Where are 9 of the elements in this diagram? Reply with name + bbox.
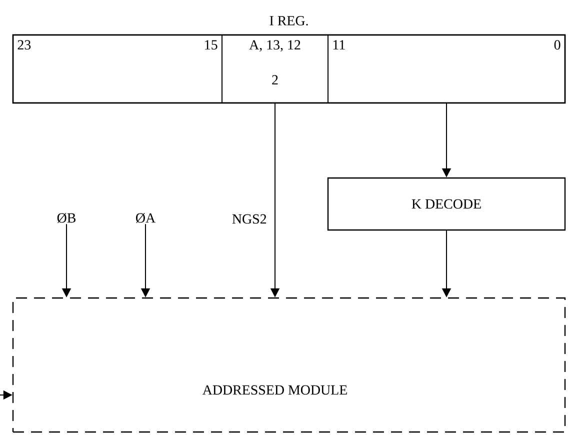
register-field: 11 0: [328, 34, 566, 104]
signal-label: ØA: [136, 213, 156, 223]
register-field: 23 15: [12, 34, 222, 104]
signal-label: ØB: [57, 213, 76, 223]
edge-label: NGS2: [230, 212, 269, 226]
process-box: K DECODE: [327, 177, 566, 231]
module-box: ADDRESSED MODULE: [12, 297, 566, 433]
node-label: I REG.: [270, 16, 308, 26]
register-field: A, 13, 12 2: [222, 34, 328, 104]
